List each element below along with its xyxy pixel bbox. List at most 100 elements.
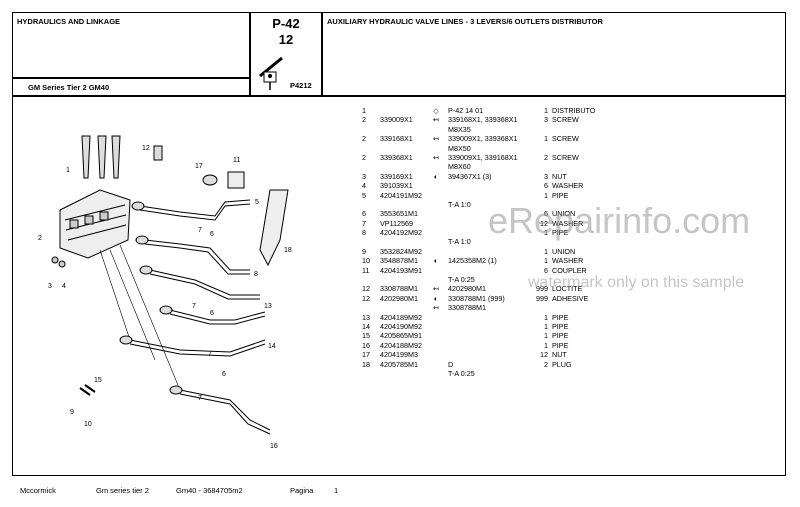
footer-model: Gm40 - 3684705m2 bbox=[176, 486, 243, 495]
part-number: 339168X1 bbox=[380, 134, 413, 144]
quantity: 3 bbox=[544, 115, 548, 125]
header-right-box bbox=[322, 12, 786, 96]
quantity: 1 bbox=[544, 228, 548, 238]
diagram-label: 3 bbox=[48, 283, 52, 290]
exploded-parts-diagram: 1 12 17 11 2 5 18 6 7 8 3 4 7 6 13 7 6 1… bbox=[38, 135, 292, 450]
replacement-parts: 3308788M1 bbox=[448, 303, 486, 313]
item-number: 2 bbox=[362, 134, 366, 144]
plug-18 bbox=[259, 189, 289, 267]
replacement-parts: T-A 1:0 bbox=[448, 237, 471, 247]
replacement-symbol: ↤ bbox=[432, 152, 440, 162]
replacement-parts: T-A 0:25 bbox=[448, 275, 475, 285]
diagram-label: 8 bbox=[254, 271, 258, 278]
quantity: 1 bbox=[544, 312, 548, 322]
item-number: 18 bbox=[362, 359, 370, 369]
diagram-label: 9 bbox=[70, 409, 74, 416]
quantity: 1 bbox=[544, 190, 548, 200]
item-number: 14 bbox=[362, 321, 370, 331]
description: WASHER bbox=[552, 181, 584, 191]
replacement-parts: D bbox=[448, 359, 454, 369]
diagram-label: 7 bbox=[192, 303, 196, 310]
item-number: 1 bbox=[362, 106, 366, 115]
tractor-hydraulic-icon bbox=[259, 56, 283, 90]
footer-series: Gm series tier 2 bbox=[96, 486, 149, 495]
diagram-label: 14 bbox=[268, 343, 276, 350]
item-number: 10 bbox=[362, 256, 370, 266]
description: SCREW bbox=[552, 152, 579, 162]
item-number: 2 bbox=[362, 115, 366, 125]
quantity: 999 bbox=[536, 293, 548, 303]
description: PIPE bbox=[552, 340, 569, 350]
pipe-15 bbox=[129, 339, 266, 353]
diagram-label: 2 bbox=[38, 235, 42, 242]
quantity: 1 bbox=[544, 331, 548, 341]
item-number: 3 bbox=[362, 171, 366, 181]
lever-1 bbox=[81, 135, 91, 179]
diagram-label: 6 bbox=[210, 310, 214, 317]
quantity: 6 bbox=[544, 181, 548, 191]
coupler-11 bbox=[227, 171, 245, 189]
quantity: 12 bbox=[540, 350, 548, 360]
diagram-label: 18 bbox=[284, 247, 292, 254]
replacement-parts: T-A 1:0 bbox=[448, 199, 471, 209]
quantity: 999 bbox=[536, 284, 548, 294]
pipe-8 bbox=[144, 239, 250, 271]
description: PIPE bbox=[552, 331, 569, 341]
quantity: 1 bbox=[544, 246, 548, 256]
replacement-parts: P-42 14 01 bbox=[448, 106, 484, 115]
description: UNION bbox=[552, 209, 576, 219]
quantity: 12 bbox=[540, 218, 548, 228]
diagram-label: 11 bbox=[233, 157, 240, 164]
item-number: 13 bbox=[362, 312, 370, 322]
replacement-symbol: ◐ bbox=[433, 171, 439, 181]
description: WASHER bbox=[552, 256, 584, 266]
item-number: 4 bbox=[362, 181, 366, 191]
footer-page-label: Pagina bbox=[290, 486, 314, 495]
part-number: 4204188M92 bbox=[380, 340, 422, 350]
quantity: 1 bbox=[544, 256, 548, 266]
description: PIPE bbox=[552, 190, 569, 200]
header-left-box bbox=[12, 12, 250, 78]
quantity: 2 bbox=[544, 359, 548, 369]
replacement-parts: 394367X1 (3) bbox=[448, 171, 492, 181]
item-number: 7 bbox=[362, 218, 366, 228]
part-number: 339009X1 bbox=[380, 115, 413, 125]
description: NUT bbox=[552, 171, 567, 181]
pipe-16 bbox=[179, 389, 271, 431]
page-code: P-42 bbox=[272, 16, 300, 31]
description: DISTRIBUTO bbox=[552, 106, 596, 115]
diagram-label: 10 bbox=[84, 421, 92, 428]
pipe-5 bbox=[139, 199, 251, 217]
diagram-label: 5 bbox=[255, 199, 259, 206]
replacement-parts: M8X50 bbox=[448, 143, 471, 153]
part-number: 4204191M92 bbox=[380, 190, 422, 200]
replacement-parts: 4202980M1 bbox=[448, 284, 486, 294]
footer-brand: Mccormick bbox=[20, 486, 56, 495]
item-number: 15 bbox=[362, 331, 370, 341]
description: SCREW bbox=[552, 115, 579, 125]
header-series-box bbox=[12, 78, 250, 96]
replacement-symbol: ◇ bbox=[433, 106, 439, 115]
part-number: 339169X1 bbox=[380, 171, 413, 181]
lever-2 bbox=[97, 135, 107, 179]
nut-17 bbox=[202, 174, 218, 186]
item-number: 6 bbox=[362, 209, 366, 219]
diagram-label: 7 bbox=[198, 395, 202, 402]
replacement-symbol: ↤ bbox=[432, 303, 440, 313]
replacement-parts: 339168X1, 339368X1 bbox=[448, 115, 518, 125]
diagram-label: 17 bbox=[195, 163, 203, 170]
part-number: 3548878M1 bbox=[380, 256, 418, 266]
part-number: 4204192M92 bbox=[380, 228, 422, 238]
item-number: 17 bbox=[362, 350, 370, 360]
item-number: 11 bbox=[362, 265, 370, 275]
description: PIPE bbox=[552, 321, 569, 331]
part-number: 4204190M92 bbox=[380, 321, 422, 331]
replacement-parts: 1425358M2 (1) bbox=[448, 256, 497, 266]
page-code-box bbox=[250, 12, 322, 96]
part-number: 3308788M1 bbox=[380, 284, 418, 294]
diagram-label: 12 bbox=[142, 145, 150, 152]
replacement-symbol: ↤ bbox=[432, 115, 440, 125]
replacement-parts: 339009X1, 339368X1 bbox=[448, 134, 518, 144]
diagram-label: 15 bbox=[94, 377, 102, 384]
replacement-symbol: ↤ bbox=[432, 284, 440, 294]
